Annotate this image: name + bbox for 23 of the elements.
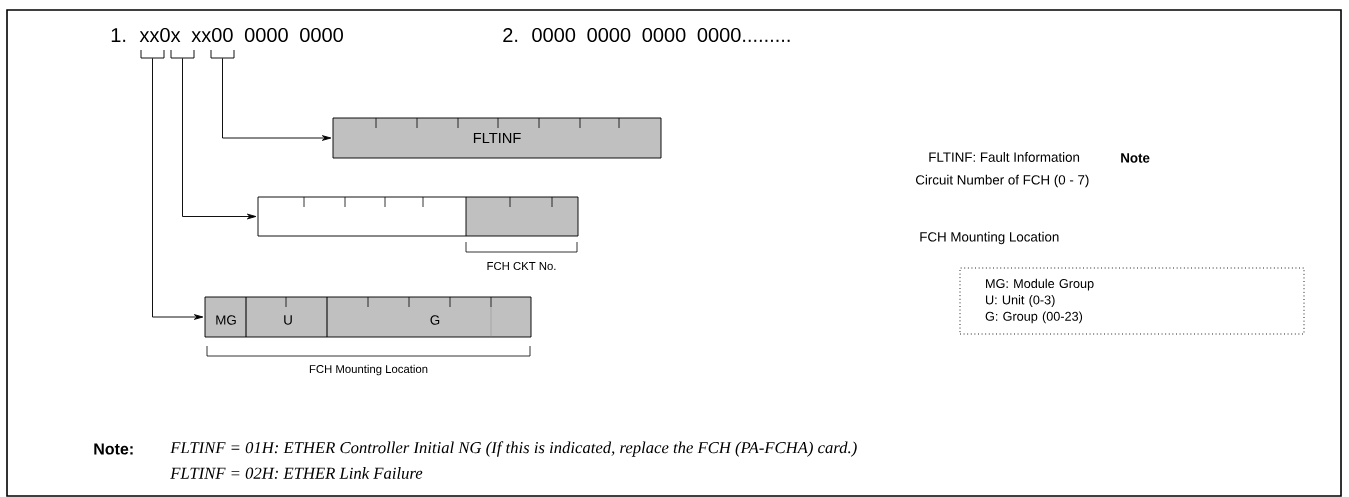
bracket <box>170 49 195 59</box>
node-label: U <box>284 315 292 325</box>
label: FCH Mounting Location <box>920 231 1059 245</box>
register-box: MG U G <box>204 296 532 338</box>
label: Note <box>1121 153 1150 163</box>
code-text: 1. xx0x xx00 0000 0000 <box>111 27 343 43</box>
arrow <box>182 57 257 220</box>
label: Circuit Number of FCH (0 - 7) <box>915 174 1089 188</box>
bracket <box>210 49 235 59</box>
bracket <box>140 49 165 59</box>
code-text: 2. 0000 0000 0000 0000......... <box>503 27 790 43</box>
register-box: FLTINF <box>332 117 662 159</box>
bracket-label: FCH Mounting Location <box>309 364 428 376</box>
node-label: G <box>430 315 440 325</box>
label: FLTINF: Fault Information <box>929 152 1080 162</box>
arrow <box>152 57 204 320</box>
arrow <box>222 57 332 141</box>
note-box: MG: Module Group U: Unit (0-3) G: Group (00-23) <box>959 267 1305 335</box>
note-text: FLTINF = 01H: ETHER Controller Initial NG (If this is indicated, replace the FCH (PA-FCHA) card.) <box>170 441 857 457</box>
bracket-label: FCH CKT No. <box>487 262 556 270</box>
note-text: FLTINF = 02H: ETHER Link Failure <box>170 467 423 479</box>
node-label: MG <box>216 315 236 325</box>
note-label: Note: <box>94 443 133 455</box>
